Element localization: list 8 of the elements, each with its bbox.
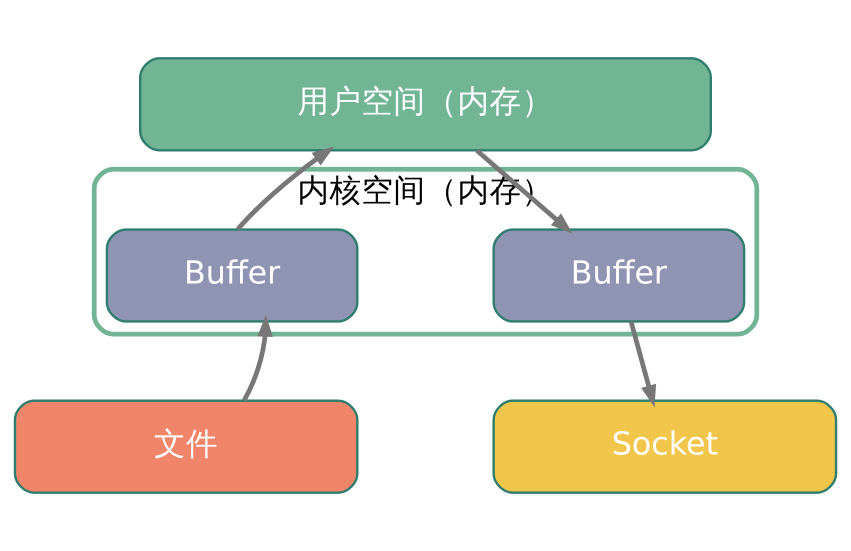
node-box: Buffer xyxy=(106,228,359,323)
node-box: 文件 xyxy=(14,400,359,494)
arrow xyxy=(475,148,573,234)
arrow xyxy=(236,146,334,231)
node-box: 用户空间（内存） xyxy=(139,57,712,152)
node-box: Buffer xyxy=(492,228,746,323)
arrow xyxy=(242,314,273,402)
node-box: Socket xyxy=(492,400,838,494)
